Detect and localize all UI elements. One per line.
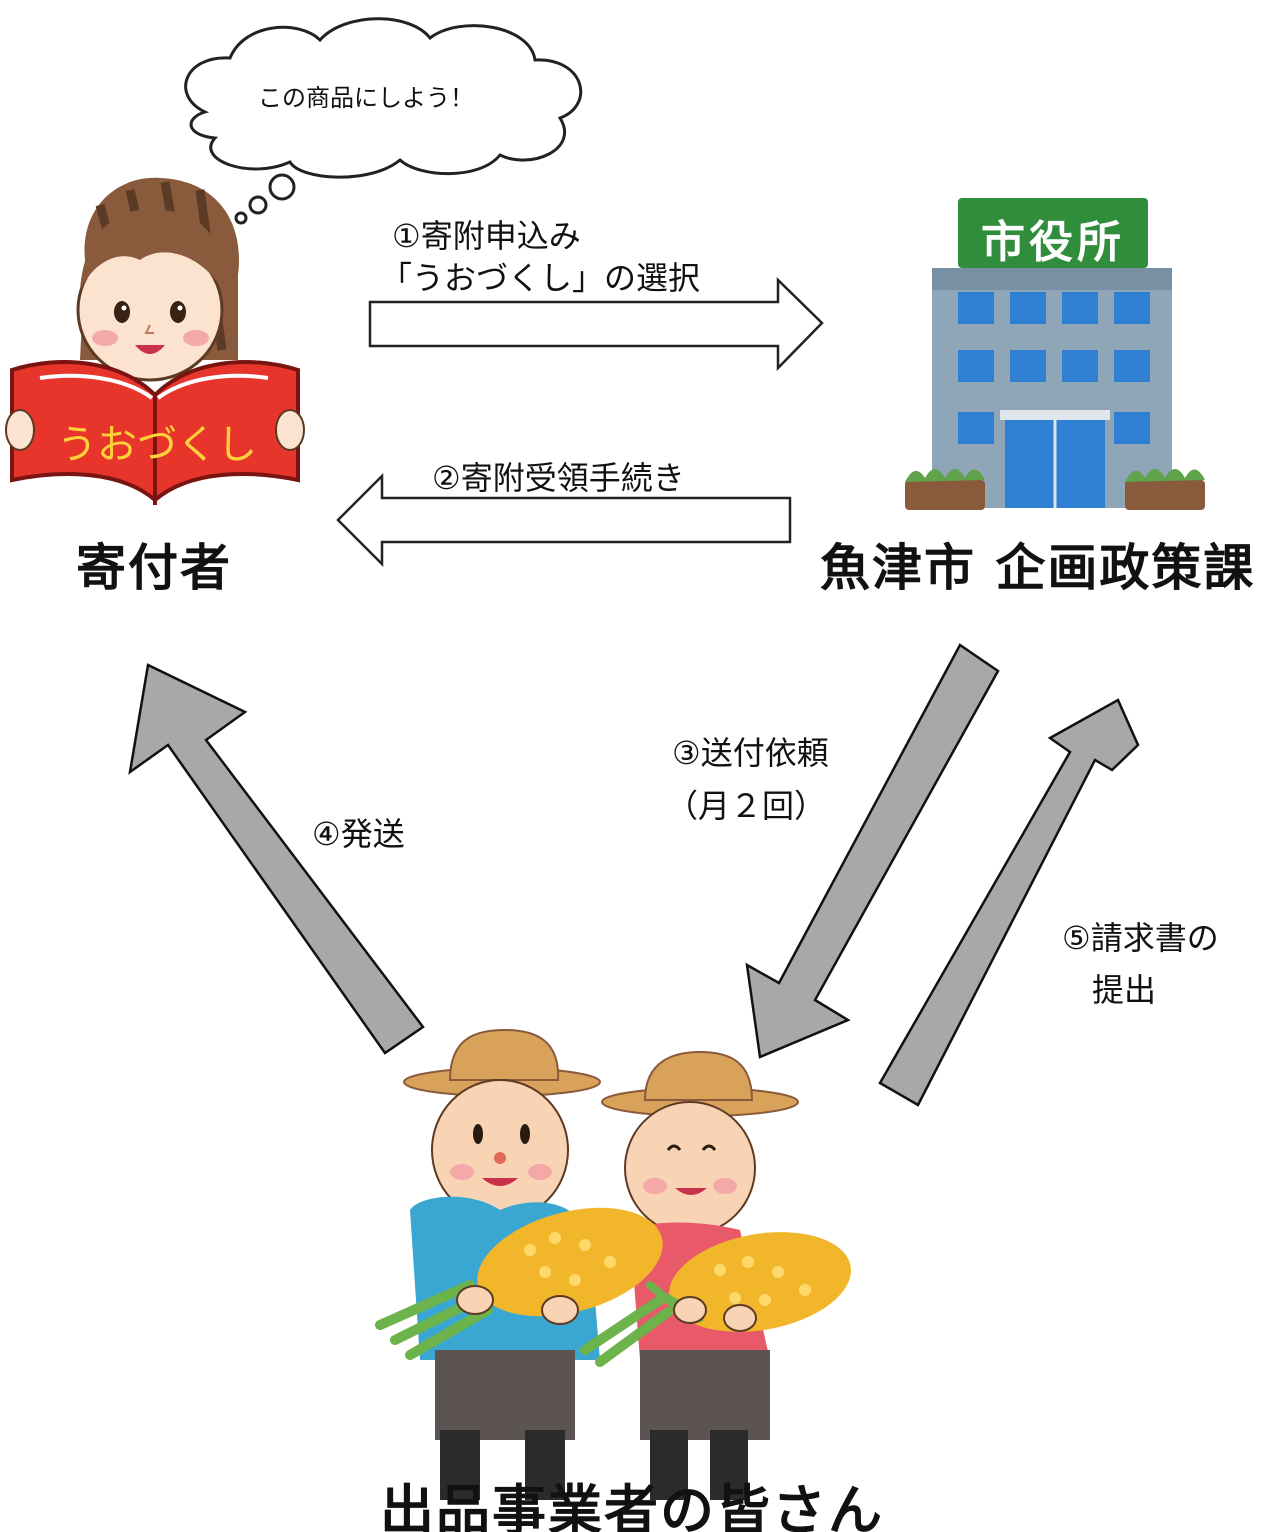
bubble-text: この商品にしよう！ <box>258 84 474 112</box>
step1-line1: ①寄附申込み <box>392 217 581 255</box>
office-sign: 市役所 <box>981 217 1125 268</box>
producers-label: 出品事業者の皆さん <box>380 1479 884 1532</box>
producers-illustration <box>375 1028 851 1500</box>
step4-label: ④発送 <box>312 815 405 853</box>
arrow-office-to-producers <box>745 643 1000 1059</box>
arrow-producers-to-office <box>878 698 1140 1107</box>
step5-line1: ⑤請求書の <box>1062 919 1219 957</box>
step2-label: ②寄附受領手続き <box>432 459 685 497</box>
step3-line1: ③送付依頼 <box>672 734 829 772</box>
step1-line2: 「うおづくし」の選択 <box>380 259 701 297</box>
office-building-illustration <box>905 198 1205 510</box>
book-title: うおづくし <box>57 422 257 468</box>
step3-line2: （月２回） <box>666 787 827 825</box>
donor-illustration <box>5 177 305 505</box>
step5-line2: 提出 <box>1092 971 1157 1009</box>
arrow-donor-to-office <box>368 277 824 372</box>
arrow-producers-to-donor <box>128 663 425 1055</box>
thought-bubble <box>184 17 583 225</box>
arrow-office-to-donor <box>336 472 792 568</box>
donor-label: 寄付者 <box>76 539 232 597</box>
office-label: 魚津市 企画政策課 <box>820 539 1256 597</box>
